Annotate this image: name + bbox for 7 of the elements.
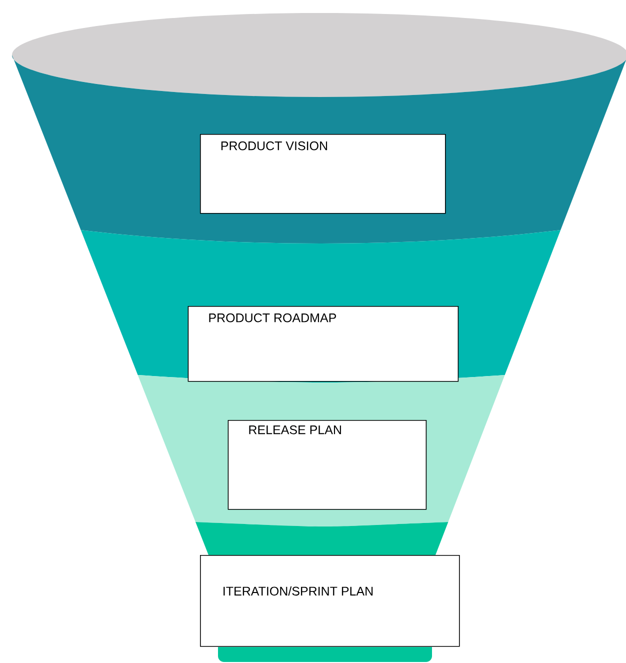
text-box: PRODUCT VISION (200, 134, 446, 214)
text-box: PRODUCT ROADMAP (188, 306, 459, 382)
funnel-base (218, 647, 432, 662)
funnel-band (196, 522, 448, 556)
funnel-rim (12, 13, 626, 97)
text-box: RELEASE PLAN (228, 420, 427, 510)
text-box: ITERATION/SPRINT PLAN (200, 555, 460, 647)
